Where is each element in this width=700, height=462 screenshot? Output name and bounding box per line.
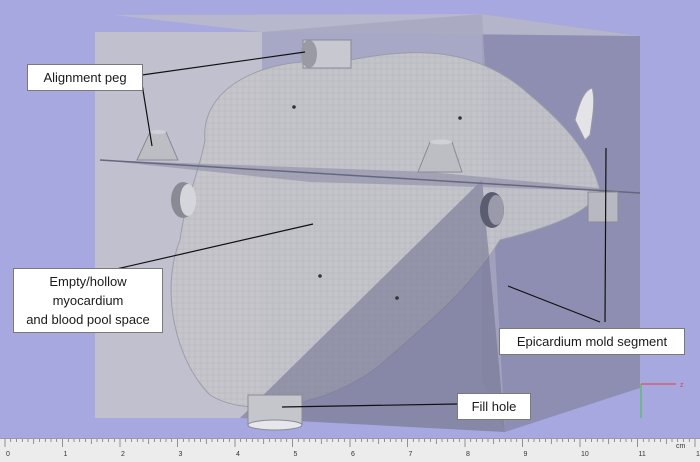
ruler-tick-label: 2 xyxy=(121,451,125,458)
right-peg xyxy=(587,191,619,223)
callout-epicardium-mold: Epicardium mold segment xyxy=(499,328,685,355)
ruler-tick-label: 1 xyxy=(64,451,68,458)
alignment-peg-left xyxy=(136,130,179,161)
mold-render-scene[interactable]: z xyxy=(0,0,700,438)
ruler-tick-label: 4 xyxy=(236,451,240,458)
scale-ruler-ticks: 0123456789101112cm xyxy=(4,439,700,458)
callout-alignment-peg: Alignment peg xyxy=(27,64,143,91)
parting-line xyxy=(99,159,641,194)
mold-diagonal-shade xyxy=(240,180,505,432)
ruler-tick-label: 9 xyxy=(524,451,528,458)
ruler-tick-label: 0 xyxy=(6,451,10,458)
ruler-tick-label: 5 xyxy=(294,451,298,458)
ruler-tick-label: 11 xyxy=(639,451,646,458)
vessel-spike xyxy=(574,87,595,141)
fill-hole-cylinder xyxy=(247,394,303,431)
ruler-tick-label: 8 xyxy=(466,451,470,458)
marker-dot xyxy=(318,274,322,278)
marker-dot xyxy=(458,116,462,120)
ruler-tick-label: 3 xyxy=(179,451,183,458)
axis-z-label: z xyxy=(680,382,684,389)
orientation-widget: z xyxy=(640,382,684,418)
alignment-peg-center xyxy=(417,139,463,173)
top-cylinder-peg xyxy=(301,39,352,69)
side-hole-right xyxy=(480,192,504,228)
callout-hollow-space: Empty/hollow myocardium and blood pool s… xyxy=(13,268,163,333)
heart-surface xyxy=(170,52,601,408)
ruler-tick-label: 7 xyxy=(409,451,413,458)
scale-ruler: 0123456789101112cm xyxy=(0,438,700,462)
marker-dot xyxy=(395,296,399,300)
callout-hollow-line1: Empty/hollow myocardium xyxy=(49,274,127,308)
callout-hollow-line2: and blood pool space xyxy=(26,312,150,327)
side-hole-left xyxy=(171,182,196,218)
ruler-unit-label: cm xyxy=(676,443,686,450)
callout-fill-hole: Fill hole xyxy=(457,393,531,420)
marker-dot xyxy=(292,105,296,109)
ruler-tick-label: 12 xyxy=(696,451,700,458)
leader-lines xyxy=(111,51,607,408)
ruler-tick-label: 10 xyxy=(581,451,589,458)
ruler-tick-label: 6 xyxy=(351,451,355,458)
